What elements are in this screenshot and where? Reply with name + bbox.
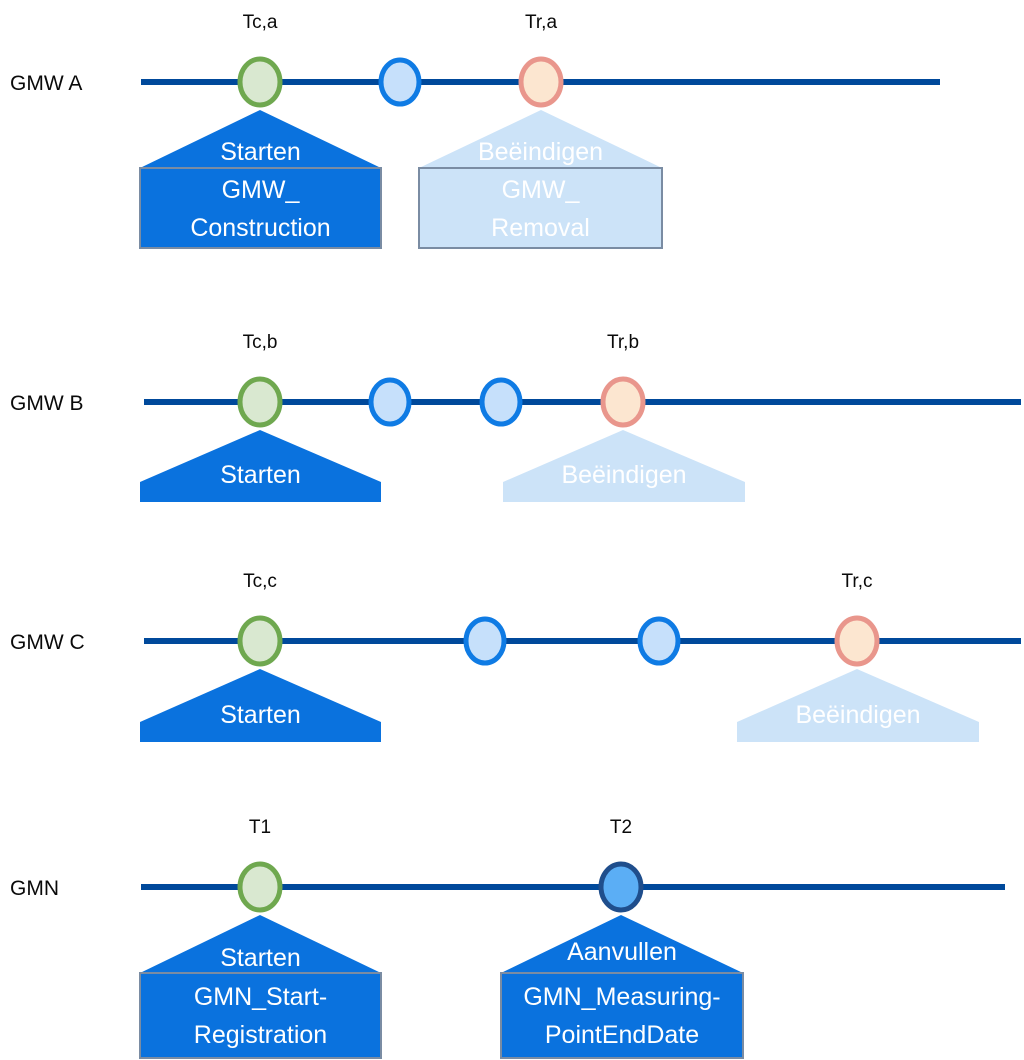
banner-beeindigen-text: Beëindigen [795, 701, 920, 729]
marker-event-1-gmw-b[interactable] [368, 377, 412, 427]
banner-beeindigen-gmw-b: Beëindigen [503, 430, 745, 502]
banner-beeindigen-box-line: GMW_ [502, 176, 581, 204]
timeline-row-gmw-c: GMW C Starten Beëindigen Tc,c Tr,c [10, 571, 1021, 742]
marker-event-2-gmw-c[interactable] [637, 616, 681, 666]
banner-starten-gmw-b: Starten [140, 430, 381, 502]
banner-starten-pennant [140, 430, 381, 502]
banner-beeindigen-pennant [419, 110, 662, 168]
banner-starten-box [139, 167, 382, 249]
marker-end-gmw-a[interactable] [518, 56, 564, 108]
marker-event-1-gmw-c[interactable] [463, 616, 507, 666]
banner-starten-box [139, 972, 382, 1059]
marker-start-gmw-c[interactable] [237, 615, 283, 667]
banner-aanvullen-box-line: GMN_Measuring- [523, 983, 720, 1011]
banner-beeindigen-box [418, 167, 663, 249]
time-label-gmw-a-marker-start: Tc,a [243, 12, 278, 33]
marker-end-gmw-b[interactable] [600, 376, 646, 428]
marker-event-1-gmw-a[interactable] [378, 57, 422, 107]
time-label-gmw-b-marker-end: Tr,b [607, 332, 639, 353]
time-label-gmn-marker-update: T2 [610, 817, 632, 838]
marker-update-gmn[interactable] [598, 861, 644, 913]
banner-aanvullen-pennant [501, 915, 743, 973]
banner-starten-text: Starten [220, 701, 301, 729]
banner-aanvullen-gmn: Aanvullen...GMN_Measuring-PointEndDate [500, 915, 744, 1059]
marker-start-gmw-a[interactable] [237, 56, 283, 108]
banner-starten-text: Starten [220, 944, 301, 972]
row-label-gmn: GMN [10, 877, 59, 900]
banner-starten-pennant [140, 110, 381, 168]
banner-starten-box-line: GMW_ [222, 176, 301, 204]
banner-beeindigen-text: Beëindigen [478, 138, 603, 166]
banner-beeindigen-pennant [503, 430, 745, 502]
marker-start-gmw-b[interactable] [237, 376, 283, 428]
banner-aanvullen-box [500, 972, 744, 1059]
time-label-gmw-c-marker-start: Tc,c [243, 571, 277, 592]
banner-starten-text: Starten [220, 461, 301, 489]
timeline-row-gmw-b: GMW B Starten Beëindigen Tc,b Tr,b [10, 332, 1021, 502]
banner-beeindigen-box-line: Removal [491, 214, 590, 242]
banner-aanvullen-box-line: PointEndDate [545, 1021, 699, 1049]
banner-starten-text: Starten [220, 138, 301, 166]
row-label-gmw-b: GMW B [10, 392, 84, 415]
banner-aanvullen-text: Aanvullen [567, 938, 677, 966]
row-label-gmw-c: GMW C [10, 631, 85, 654]
row-label-gmw-a: GMW A [10, 72, 82, 95]
marker-end-gmw-c[interactable] [834, 615, 880, 667]
banner-starten-pennant [140, 669, 381, 742]
banner-starten-box-line: GMN_Start- [194, 983, 327, 1011]
banner-beeindigen-pennant [737, 669, 979, 742]
banner-starten-pennant [140, 915, 381, 973]
banner-beeindigen-gmw-c: Beëindigen [737, 669, 979, 742]
time-label-gmw-b-marker-start: Tc,b [243, 332, 278, 353]
banner-beeindigen-text: Beëindigen [561, 461, 686, 489]
time-label-gmn-marker-start: T1 [249, 817, 271, 838]
marker-start-gmn[interactable] [237, 861, 283, 913]
banner-starten-gmw-c: Starten [140, 669, 381, 742]
time-label-gmw-c-marker-end: Tr,c [842, 571, 873, 592]
banner-starten-box-line: Construction [190, 214, 330, 242]
marker-event-2-gmw-b[interactable] [479, 377, 523, 427]
banner-starten-box-line: Registration [194, 1021, 327, 1049]
time-label-gmw-a-marker-end: Tr,a [525, 12, 557, 33]
